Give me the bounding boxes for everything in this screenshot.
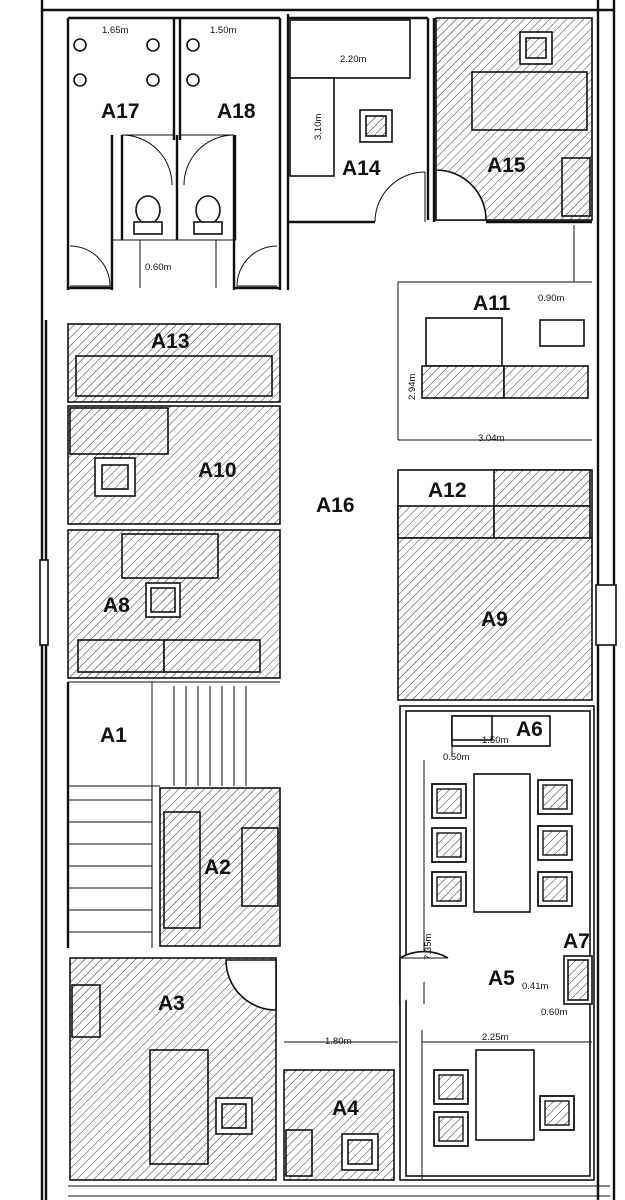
- dim-a5-width: 2.25m: [482, 1032, 508, 1043]
- room-label-a1: A1: [100, 724, 127, 747]
- dim-a7-width: 0.41m: [522, 981, 548, 992]
- dim-wc-corridor: 0.60m: [145, 262, 171, 273]
- room-a4: [283, 1069, 395, 1181]
- building-walls: [39, 0, 617, 1200]
- room-label-a12: A12: [428, 479, 467, 502]
- room-label-a5: A5: [488, 967, 515, 990]
- room-a14: [286, 14, 430, 290]
- room-label-a10: A10: [198, 459, 237, 482]
- room-a3: [69, 957, 277, 1181]
- room-label-a7: A7: [563, 930, 590, 953]
- room-a15: [432, 17, 593, 224]
- room-label-a16: A16: [316, 494, 355, 517]
- dim-wc-right: 1.50m: [210, 25, 236, 36]
- dim-a6-depth: 0.50m: [443, 752, 469, 763]
- dim-a6-width: 1.50m: [482, 735, 508, 746]
- room-a11: [397, 225, 592, 441]
- wc-block: [66, 16, 282, 290]
- room-a10: [67, 405, 281, 525]
- dim-a11-width: 3.04m: [478, 433, 504, 444]
- room-label-a18: A18: [217, 100, 256, 123]
- dim-a14-depth: 3.10m: [313, 114, 324, 140]
- room-a5: [399, 705, 595, 1181]
- room-label-a11: A11: [473, 292, 511, 315]
- room-label-a2: A2: [204, 856, 231, 879]
- dim-corridor: 1.80m: [325, 1036, 351, 1047]
- room-a1: [66, 681, 280, 948]
- room-a8: [67, 529, 281, 679]
- dim-a11-gap: 0.90m: [538, 293, 564, 304]
- dim-a5-depth: 7.35m: [423, 934, 434, 960]
- dim-a14-width: 2.20m: [340, 54, 366, 65]
- room-label-a8: A8: [103, 594, 130, 617]
- room-a7: [563, 955, 593, 1005]
- room-label-a3: A3: [158, 992, 185, 1015]
- room-label-a6: A6: [516, 718, 543, 741]
- room-label-a9: A9: [481, 608, 508, 631]
- dim-wc-left: 1.65m: [102, 25, 128, 36]
- room-label-a4: A4: [332, 1097, 359, 1120]
- room-a13: [67, 323, 281, 403]
- dim-a11-depth: 2.94m: [407, 374, 418, 400]
- room-label-a13: A13: [151, 330, 190, 353]
- room-a9: [397, 537, 593, 701]
- room-label-a14: A14: [342, 157, 381, 180]
- room-a6: [451, 715, 551, 756]
- room-a2: [159, 787, 281, 947]
- dim-a7-depth: 0.60m: [541, 1007, 567, 1018]
- room-a12: [397, 469, 593, 539]
- room-label-a15: A15: [487, 154, 526, 177]
- room-label-a17: A17: [101, 100, 140, 123]
